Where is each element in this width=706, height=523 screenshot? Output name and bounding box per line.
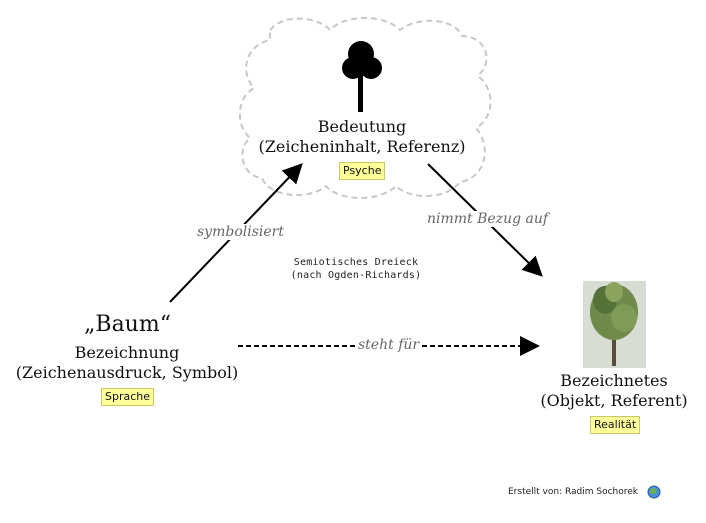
node-bezeichnetes: Bezeichnetes (Objekt, Referent): [536, 371, 692, 411]
label-symbolisiert: symbolisiert: [195, 224, 286, 240]
node-bezeichnung-subtitle: (Zeichenausdruck, Symbol): [15, 363, 239, 382]
node-bezeichnetes-subtitle: (Objekt, Referent): [540, 391, 688, 410]
node-bedeutung: Bedeutung (Zeicheninhalt, Referenz): [250, 117, 474, 157]
tree-photo: [583, 281, 646, 368]
thought-cloud: [238, 17, 492, 199]
globe-icon: [647, 485, 661, 499]
tag-psyche: Psyche: [339, 162, 386, 180]
credit-text: Erstellt von: Radim Sochorek: [508, 487, 639, 497]
tag-sprache: Sprache: [101, 388, 155, 406]
label-steht-fuer: steht für: [356, 337, 422, 353]
tag-realitaet: Realität: [590, 416, 641, 434]
center-note-line2: (nach Ogden-Richards): [290, 270, 422, 281]
baum-word: „Baum“: [84, 312, 171, 337]
label-nimmt-bezug-auf: nimmt Bezug auf: [425, 211, 551, 227]
node-bedeutung-subtitle: (Zeicheninhalt, Referenz): [258, 137, 466, 156]
tree-icon: [342, 41, 382, 112]
node-bezeichnung-title: Bezeichnung: [74, 343, 180, 362]
center-note: Semiotisches Dreieck (nach Ogden-Richard…: [270, 256, 442, 282]
node-bedeutung-title: Bedeutung: [317, 117, 407, 136]
center-note-line1: Semiotisches Dreieck: [293, 257, 419, 268]
node-bezeichnung: Bezeichnung (Zeichenausdruck, Symbol): [14, 343, 240, 383]
node-bezeichnetes-title: Bezeichnetes: [560, 371, 668, 390]
